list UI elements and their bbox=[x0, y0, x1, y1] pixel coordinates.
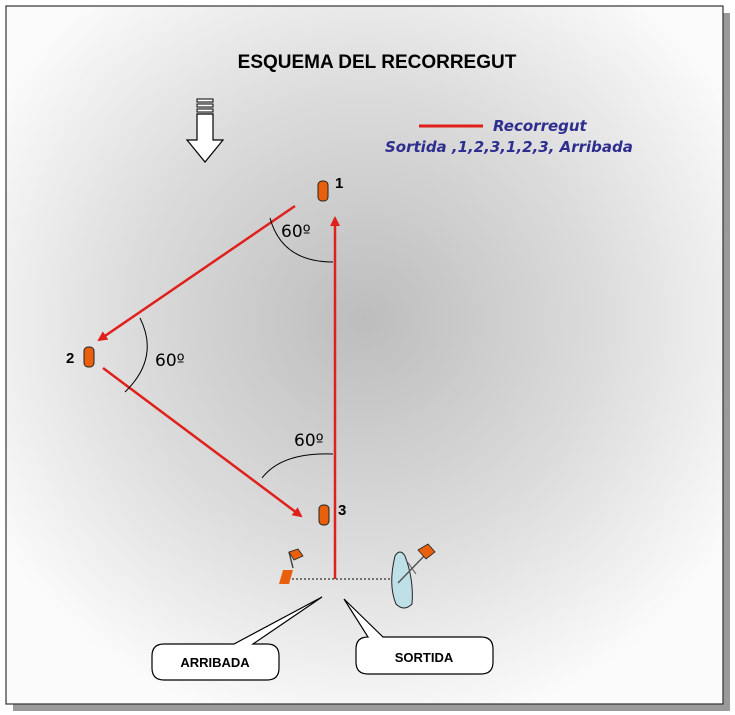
buoy-1: 1 bbox=[317, 175, 343, 202]
buoy-1-label: 1 bbox=[335, 175, 343, 192]
angle-label-3: 60º bbox=[294, 431, 324, 451]
angle-arc-1 bbox=[269, 217, 334, 263]
angle-arc-2 bbox=[124, 317, 148, 393]
buoy-1-icon bbox=[317, 180, 329, 202]
legend-sequence: Sortida ,1,2,3,1,2,3, Arribada bbox=[385, 138, 633, 156]
course-leg-2-to-3 bbox=[102, 366, 303, 518]
buoy-3-label: 3 bbox=[338, 502, 346, 519]
callout-arribada-label: ARRIBADA bbox=[180, 655, 250, 670]
committee-mark-flag-icon bbox=[279, 548, 304, 584]
angle-arc-3 bbox=[261, 453, 334, 479]
legend-line-label: Recorregut bbox=[493, 117, 588, 135]
buoy-2: 2 bbox=[66, 346, 95, 368]
buoy-3: 3 bbox=[318, 502, 346, 526]
frame bbox=[5, 5, 724, 705]
committee-boat-icon bbox=[391, 543, 436, 609]
callout-sortida: SORTIDA bbox=[343, 598, 494, 675]
page-title: ESQUEMA DEL RECORREGUT bbox=[238, 52, 517, 73]
buoy-2-label: 2 bbox=[66, 350, 74, 367]
angle-label-2: 60º bbox=[155, 351, 185, 371]
buoy-2-icon bbox=[83, 346, 95, 368]
callout-sortida-label: SORTIDA bbox=[395, 650, 454, 665]
course-leg-1-to-2 bbox=[97, 204, 296, 342]
callout-arribada: ARRIBADA bbox=[151, 596, 323, 681]
wind-direction-arrow-icon bbox=[185, 98, 225, 163]
buoy-3-icon bbox=[318, 504, 330, 526]
angle-label-1: 60º bbox=[281, 222, 311, 242]
